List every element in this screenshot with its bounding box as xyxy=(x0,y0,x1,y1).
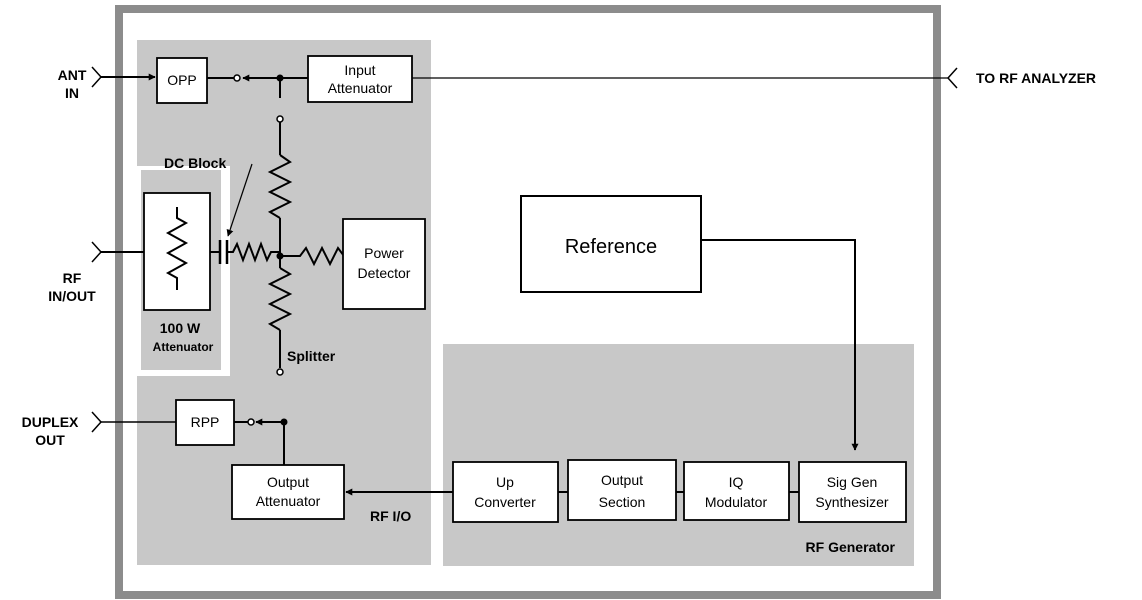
ant-in-label-2: IN xyxy=(65,85,79,101)
output-attenuator-label-1: Output xyxy=(267,474,309,490)
to-rf-analyzer-label: TO RF ANALYZER xyxy=(976,70,1096,86)
dc-block-pointer xyxy=(226,163,253,237)
reference-box xyxy=(520,195,702,293)
sig-gen-synthesizer-label-1: Sig Gen xyxy=(827,474,878,490)
input-attenuator-label-2: Attenuator xyxy=(328,80,393,96)
rpp-box xyxy=(175,399,235,446)
splitter-label: Splitter xyxy=(287,348,336,364)
duplex-out-label-2: OUT xyxy=(35,432,65,448)
splitter: Splitter xyxy=(267,115,345,376)
rf-generator-label: RF Generator xyxy=(806,539,896,555)
input-attenuator-label-1: Input xyxy=(344,62,375,78)
splitter-right-resistor xyxy=(280,245,345,267)
ant-in-port: ANT IN xyxy=(58,66,103,101)
rf-in-out-label-2: IN/OUT xyxy=(48,288,96,304)
rf-generator-panel xyxy=(443,344,914,566)
attenuator-100w-label-1: 100 W xyxy=(160,320,201,336)
dc-block-label: DC Block xyxy=(164,155,226,171)
input-attenuator-box xyxy=(307,55,413,103)
output-section-box xyxy=(567,459,677,521)
sig-gen-synthesizer-box xyxy=(798,461,907,523)
output-attenuator-box xyxy=(231,464,345,520)
reference-label: Reference xyxy=(565,236,657,258)
rf-in-out-label-1: RF xyxy=(63,270,82,286)
opp-switch-contact xyxy=(233,74,241,82)
up-converter-label-2: Converter xyxy=(474,494,536,510)
duplex-out-label-1: DUPLEX xyxy=(22,414,79,430)
rf-in-resistor xyxy=(227,241,280,263)
power-detector-box xyxy=(342,218,426,310)
output-section-label-2: Section xyxy=(599,494,646,510)
power-detector-label-2: Detector xyxy=(358,265,411,281)
iq-modulator-label-2: Modulator xyxy=(705,494,768,510)
rpp-switch-contact xyxy=(247,418,255,426)
rf-analyzer-port-icon xyxy=(946,67,958,89)
rf-in-out-port: RF IN/OUT xyxy=(48,241,103,304)
opp-box xyxy=(156,57,208,104)
opp-label: OPP xyxy=(167,72,197,88)
up-converter-label-1: Up xyxy=(496,474,514,490)
splitter-top-resistor xyxy=(267,154,293,219)
iq-modulator-box xyxy=(683,461,790,521)
output-section-label-1: Output xyxy=(601,472,643,488)
attenuator-100w-label-2: Attenuator xyxy=(153,340,214,354)
ant-in-label-1: ANT xyxy=(58,67,87,83)
rf-io-label: RF I/O xyxy=(370,508,411,524)
up-converter-box xyxy=(452,461,559,523)
reference-to-sig-gen-arrow xyxy=(701,239,859,451)
sig-gen-synthesizer-label-2: Synthesizer xyxy=(815,494,888,510)
iq-modulator-label-1: IQ xyxy=(729,474,744,490)
power-detector-label-1: Power xyxy=(364,245,404,261)
duplex-out-port: DUPLEX OUT xyxy=(22,411,103,448)
output-attenuator-label-2: Attenuator xyxy=(256,493,321,509)
rpp-label: RPP xyxy=(191,414,220,430)
splitter-bottom-resistor xyxy=(267,267,293,331)
attenuator-100w-resistor-icon xyxy=(165,207,189,290)
